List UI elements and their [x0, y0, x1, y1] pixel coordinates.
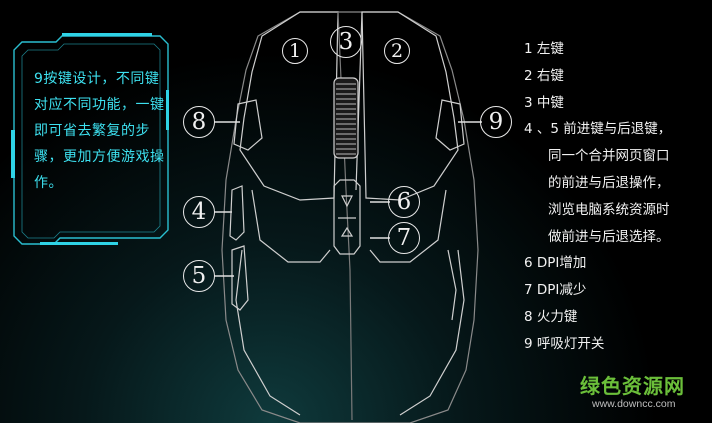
callout-frame: [11, 33, 169, 245]
legend-item: 1 左键: [524, 41, 564, 57]
label-1-left-button: 1: [282, 38, 308, 64]
button-legend: 1 左键 2 右键 3 中键 4 、5 前进键与后退键， 同一个合并网页窗口 的…: [524, 36, 671, 358]
watermark-site-name: 绿色资源网: [580, 374, 685, 398]
label-4-forward-button: 4: [183, 196, 215, 228]
label-9-breathing-light: 9: [480, 106, 512, 138]
label-5-back-button: 5: [183, 260, 215, 292]
legend-item: 6 DPI增加: [524, 255, 587, 272]
feature-description: 9按键设计，不同键对应不同功能，一键即可省去繁复的步骤，更加方便游戏操作。: [34, 71, 165, 191]
label-8-fire-button: 8: [183, 106, 215, 138]
legend-item: 做前进与后退选择。: [548, 228, 670, 245]
legend-item: 的前进与后退操作，: [548, 174, 670, 191]
legend-item: 8 火力键: [524, 308, 578, 325]
label-2-right-button: 2: [384, 38, 410, 64]
watermark-url: www.downcc.com: [592, 398, 676, 410]
mouse-body: [221, 11, 479, 423]
scroll-wheel: [333, 77, 359, 159]
legend-item: 同一个合并网页窗口: [548, 148, 670, 165]
legend-item: 9 呼吸灯开关: [524, 335, 605, 352]
label-7-dpi-down: 7: [388, 222, 420, 254]
legend-item: 浏览电脑系统资源时: [548, 201, 670, 218]
legend-item: 7 DPI减少: [524, 282, 587, 299]
legend-item: 2 右键: [524, 67, 564, 84]
label-6-dpi-up: 6: [388, 186, 420, 218]
legend-item: 4 、5 前进键与后退键，: [524, 121, 672, 138]
leader-lines: [214, 121, 482, 277]
legend-item: 3 中键: [524, 94, 564, 111]
label-3-middle-button: 3: [330, 26, 362, 58]
